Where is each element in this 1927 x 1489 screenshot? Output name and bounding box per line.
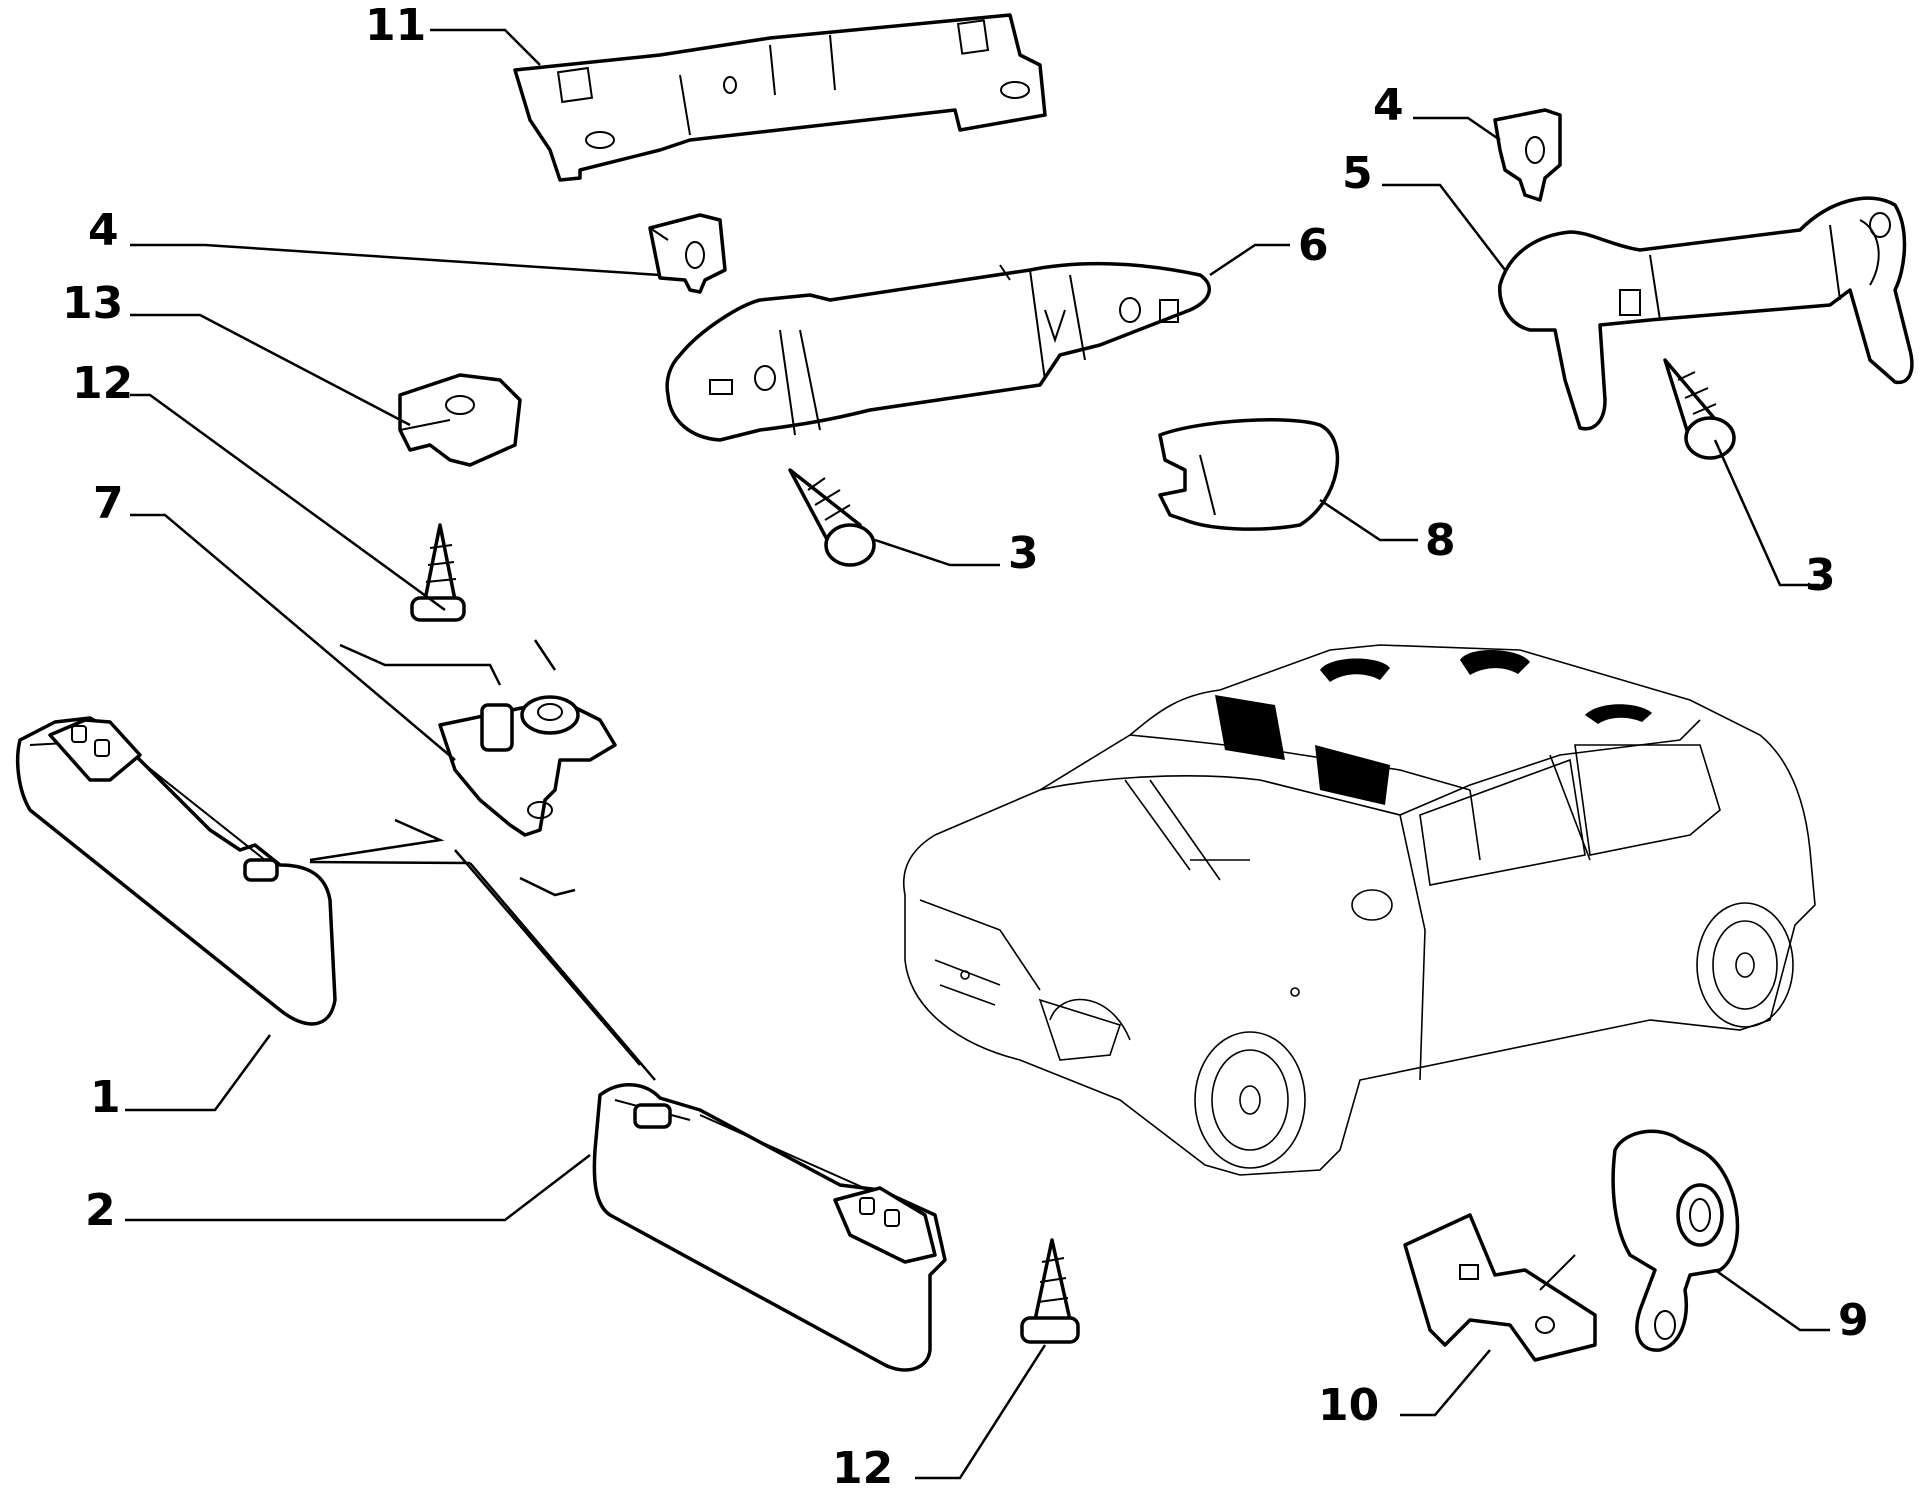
label-2: 2	[85, 1185, 116, 1236]
label-7: 7	[93, 478, 124, 529]
label-10: 10	[1318, 1380, 1379, 1431]
part-4-clip-right	[1493, 108, 1562, 202]
part-8-end-cap	[1158, 418, 1340, 531]
assembly-guide-lines	[309, 639, 656, 1081]
label-3-right: 3	[1805, 550, 1836, 601]
label-1: 1	[90, 1072, 121, 1123]
label-9: 9	[1838, 1295, 1869, 1346]
label-8: 8	[1425, 515, 1456, 566]
part-10-hook-bracket	[1403, 1213, 1597, 1362]
part-labels: 11 4 4 5 6 13 12 7 3 8 3 1 2 9 10 12	[62, 0, 1869, 1489]
label-4-left: 4	[88, 205, 119, 256]
part-1-sun-visor	[15, 716, 337, 1026]
part-9-coat-hook	[1611, 1129, 1740, 1352]
part-2-sun-visor	[592, 1083, 947, 1372]
label-13: 13	[62, 278, 123, 329]
part-6-grab-handle	[665, 261, 1211, 442]
label-11: 11	[365, 0, 426, 51]
part-4-clip-left	[648, 213, 727, 294]
part-7-hinge-clip	[438, 695, 617, 837]
label-5: 5	[1342, 148, 1373, 199]
part-12-screw-lower	[1020, 1238, 1080, 1344]
label-4-right: 4	[1373, 80, 1404, 131]
label-12-lower: 12	[832, 1443, 893, 1489]
part-11-bracket	[513, 13, 1047, 182]
part-5-grab-handle	[1498, 196, 1914, 431]
leader-lines	[125, 28, 1830, 1480]
label-3-center: 3	[1008, 528, 1039, 579]
part-3-screw-right	[1663, 358, 1736, 460]
part-3-screw-center	[788, 468, 876, 567]
label-12-upper: 12	[72, 358, 133, 409]
label-6: 6	[1298, 220, 1329, 271]
part-12-screw-upper	[410, 523, 466, 622]
car-outline	[903, 644, 1816, 1176]
part-13-nut-clip	[398, 373, 522, 467]
